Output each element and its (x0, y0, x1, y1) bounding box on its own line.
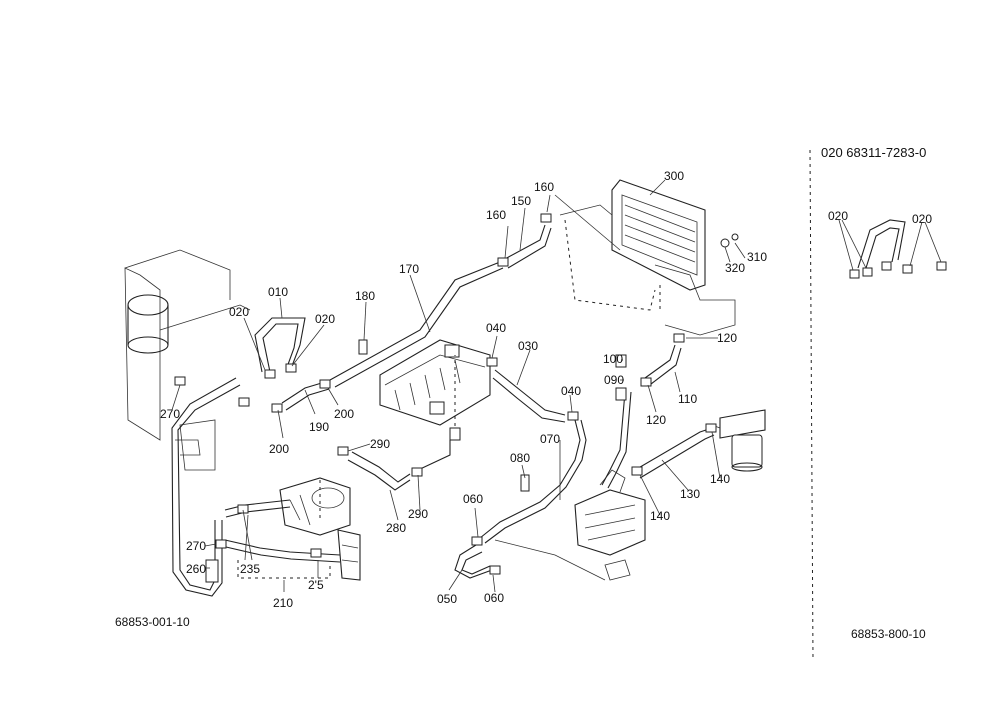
callout-270[interactable]: 270 (160, 407, 181, 421)
callout-010[interactable]: 010 (268, 285, 289, 299)
callout-140[interactable]: 140 (710, 472, 731, 486)
callout-030[interactable]: 030 (518, 339, 539, 353)
callout-050[interactable]: 050 (437, 592, 458, 606)
callout-090[interactable]: 090 (604, 373, 625, 387)
callout-215[interactable]: 2'5 (308, 578, 324, 592)
callout-060[interactable]: 060 (484, 591, 505, 605)
fuel-tank-outline (124, 249, 251, 471)
callout-020[interactable]: 020 (828, 209, 849, 223)
callout-140[interactable]: 140 (650, 509, 671, 523)
callout-leaders (171, 179, 942, 593)
callout-235[interactable]: 235 (240, 562, 261, 576)
oil-cooler-outline (559, 179, 736, 336)
callout-040[interactable]: 040 (486, 321, 507, 335)
callout-020[interactable]: 020 (315, 312, 336, 326)
hoses (171, 224, 715, 597)
callout-160[interactable]: 160 (534, 180, 555, 194)
callout-070[interactable]: 070 (540, 432, 561, 446)
inset-hose-assembly (849, 219, 947, 279)
callout-200[interactable]: 200 (269, 442, 290, 456)
callout-080[interactable]: 080 (510, 451, 531, 465)
callout-020[interactable]: 020 (229, 305, 250, 319)
callout-320[interactable]: 320 (725, 261, 746, 275)
callout-300[interactable]: 300 (664, 169, 685, 183)
hose-clamps (174, 213, 739, 583)
callout-120[interactable]: 120 (646, 413, 667, 427)
callout-100[interactable]: 100 (603, 352, 624, 366)
inset-part-number: 020 68311-7283-0 (821, 145, 927, 160)
inset-divider (809, 149, 814, 661)
doc-number-right: 68853-800-10 (851, 627, 926, 641)
callout-020[interactable]: 020 (912, 212, 933, 226)
control-valve-block (379, 339, 491, 426)
callout-180[interactable]: 180 (355, 289, 376, 303)
callout-120[interactable]: 120 (717, 331, 738, 345)
callout-190[interactable]: 190 (309, 420, 330, 434)
callout-210[interactable]: 210 (273, 596, 294, 610)
callout-290[interactable]: 290 (370, 437, 391, 451)
lift-pump-assembly (574, 469, 646, 581)
callout-310[interactable]: 310 (747, 250, 768, 264)
fuel-pump-assembly (279, 477, 361, 581)
callout-150[interactable]: 150 (511, 194, 532, 208)
callout-060[interactable]: 060 (463, 492, 484, 506)
fuel-filter-assembly (711, 409, 766, 472)
callout-110[interactable]: 110 (678, 392, 698, 406)
callout-170[interactable]: 170 (399, 262, 420, 276)
callout-280[interactable]: 280 (386, 521, 407, 535)
callout-200[interactable]: 200 (334, 407, 355, 421)
callout-290[interactable]: 290 (408, 507, 429, 521)
callout-130[interactable]: 130 (680, 487, 701, 501)
callout-040[interactable]: 040 (561, 384, 582, 398)
callout-260[interactable]: 260 (186, 562, 207, 576)
callout-160[interactable]: 160 (486, 208, 507, 222)
callout-270[interactable]: 270 (186, 539, 207, 553)
doc-number-left: 68853-001-10 (115, 615, 190, 629)
